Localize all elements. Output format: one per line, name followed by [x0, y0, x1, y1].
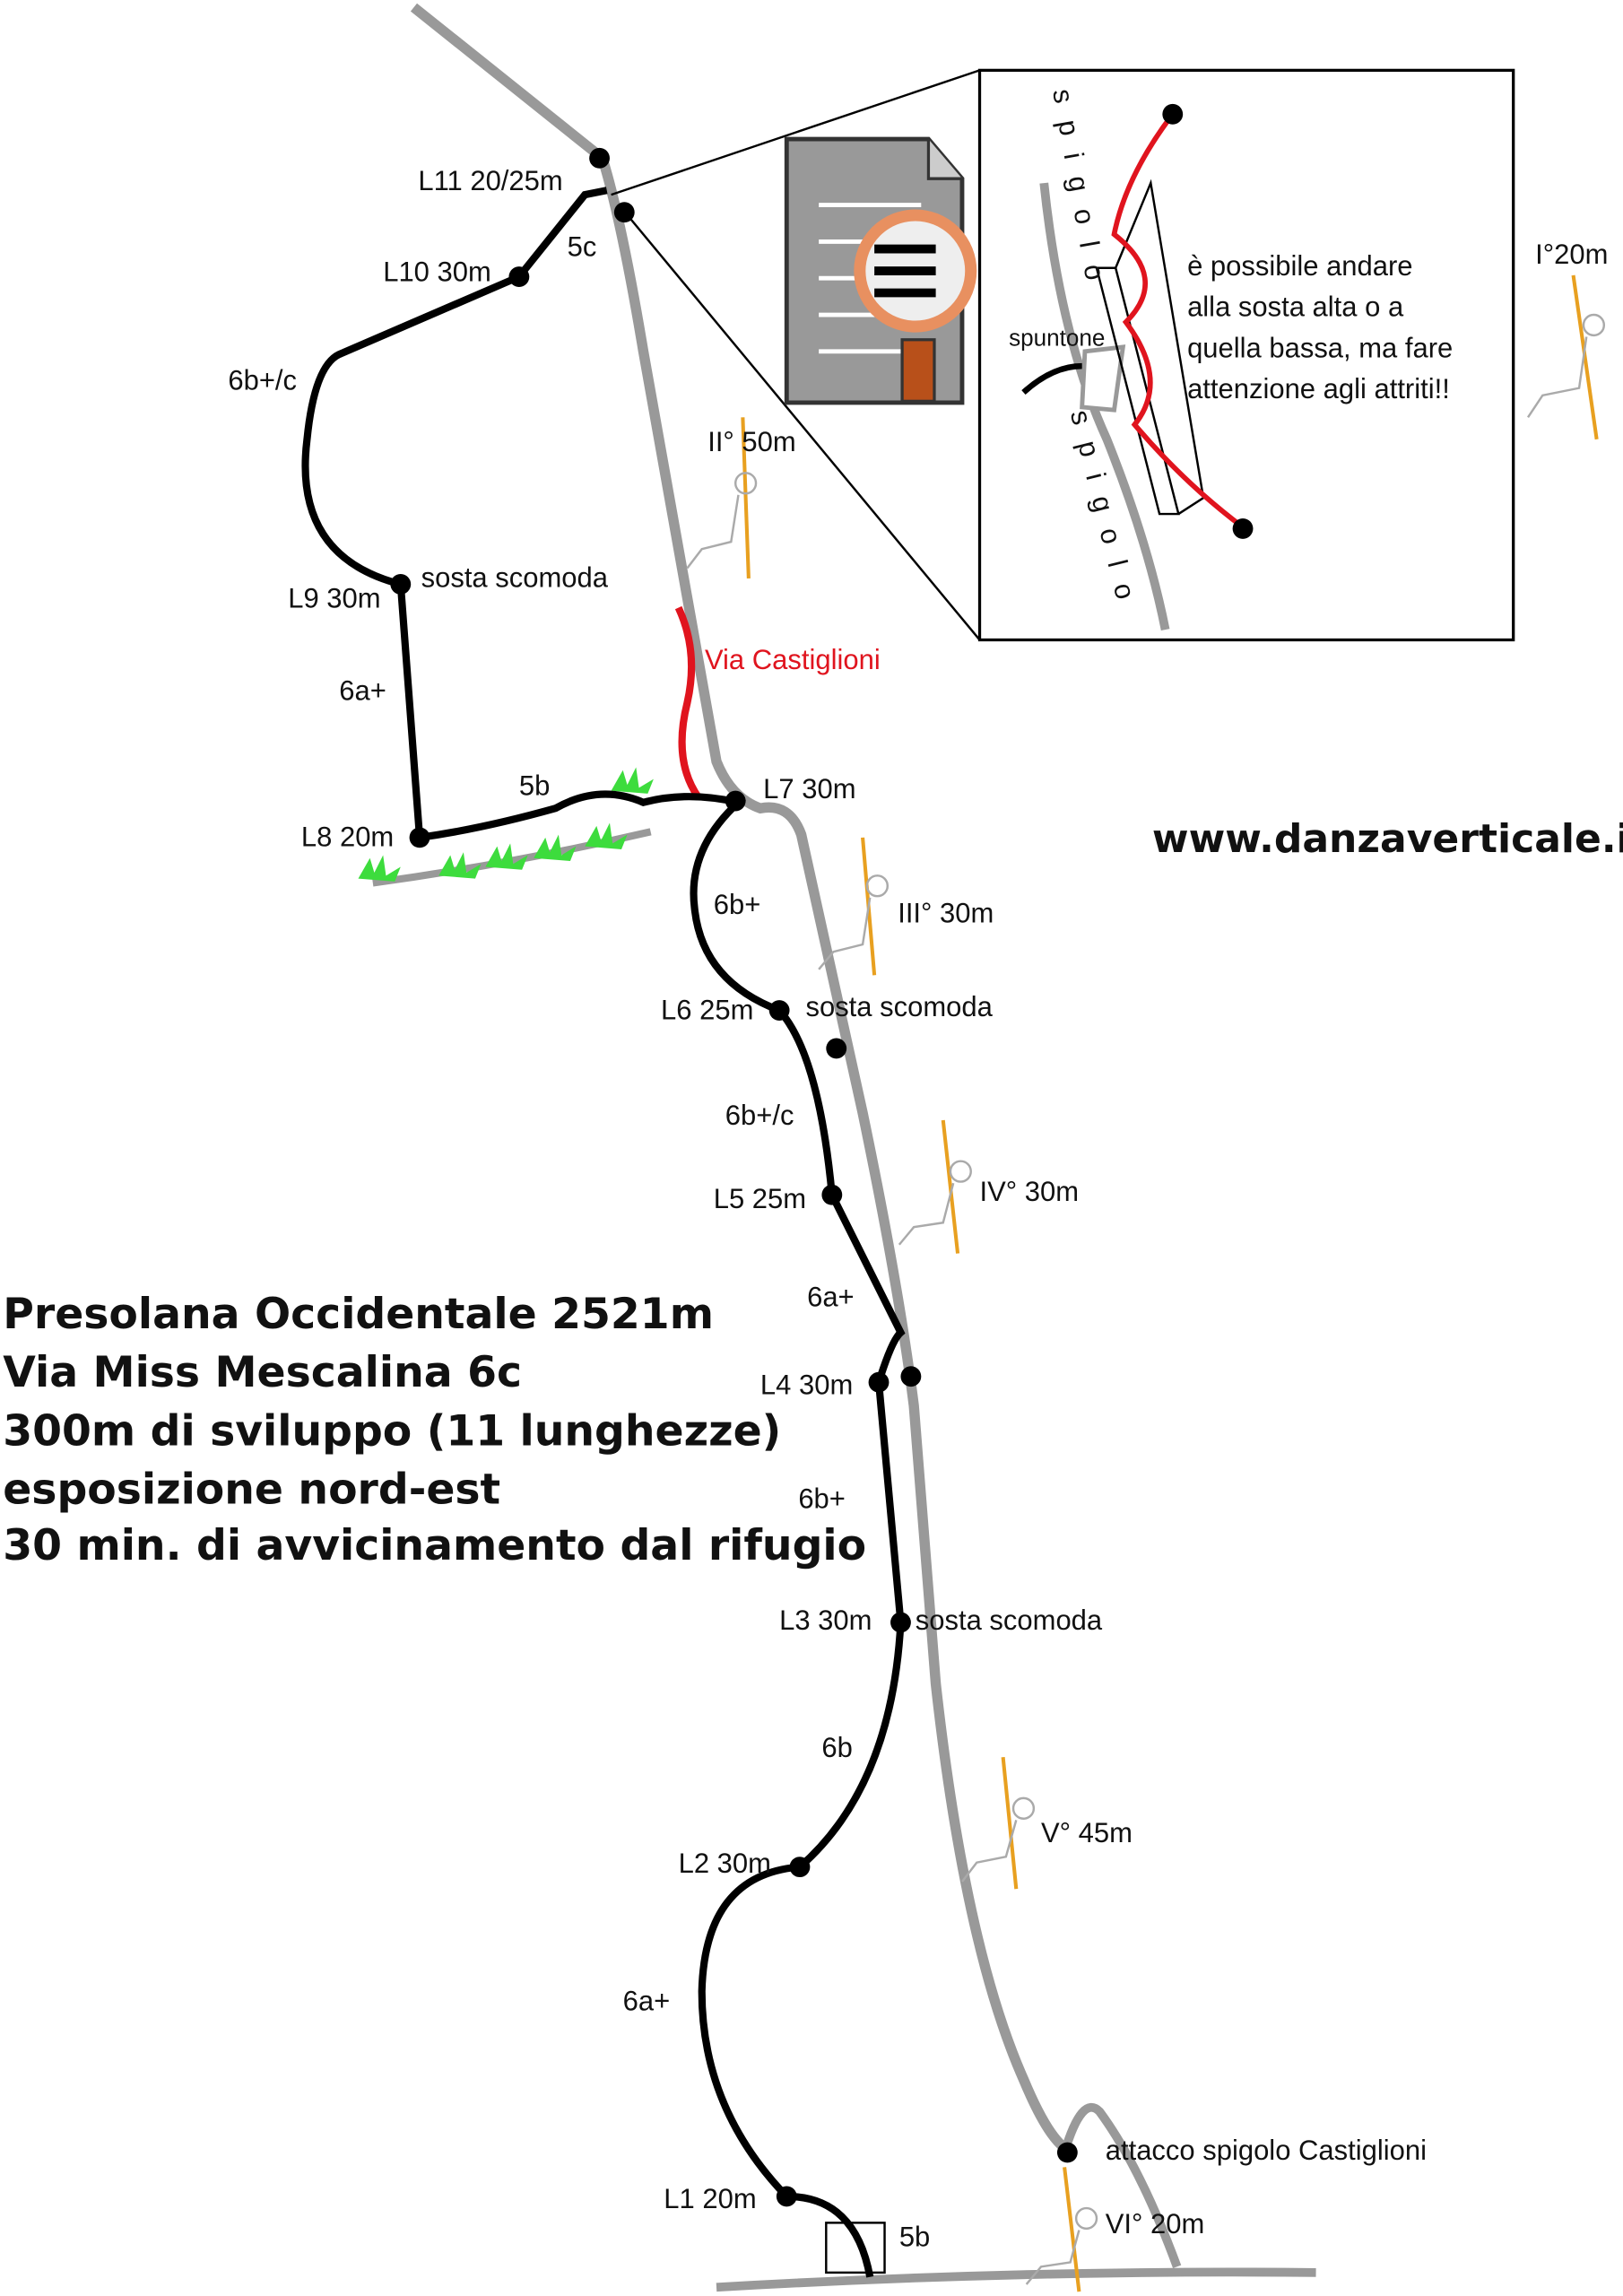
- note-sosta-l3: sosta scomoda: [916, 1605, 1103, 1636]
- inset-note-4: attenzione agli attriti!!: [1187, 373, 1450, 404]
- grade-p5: 6b+/c: [725, 1100, 794, 1131]
- ridge-line: [410, 3, 1076, 2158]
- inset-note-3: quella bassa, ma fare: [1187, 332, 1453, 363]
- belay-label-l5: L5 25m: [714, 1183, 806, 1214]
- belay-points: [390, 147, 1078, 2207]
- label-via-castiglioni: Via Castiglioni: [705, 644, 881, 675]
- grade-p4: 6a+: [807, 1281, 855, 1312]
- start-box: [825, 2222, 886, 2274]
- belay-label-l11: L11 20/25m: [418, 165, 562, 196]
- inset-note-2: alla sosta alta o a: [1187, 291, 1404, 323]
- belay-label-l9: L9 30m: [288, 583, 380, 614]
- note-attacco: attacco spigolo Castiglioni: [1106, 2135, 1427, 2166]
- route-line: [301, 187, 906, 2278]
- inset-spuntone: spuntone: [1009, 324, 1105, 351]
- grade-p6: 6b+: [714, 889, 761, 920]
- grade-p8: 6a+: [339, 674, 386, 706]
- ground-line: [716, 2267, 1316, 2292]
- belay-label-l8: L8 20m: [301, 822, 394, 853]
- grade-p9: 6b+/c: [228, 364, 297, 396]
- info-line-4: esposizione nord-est: [3, 1465, 500, 1515]
- castiglioni-pitch-iii: III° 30m: [898, 898, 994, 929]
- info-line-5: 30 min. di avvicinamento dal rifugio: [3, 1521, 866, 1570]
- grade-p2: 6b: [821, 1732, 852, 1763]
- inset-note-1: è possibile andare: [1187, 250, 1412, 282]
- belay-label-l10: L10 30m: [383, 256, 491, 287]
- note-sosta-l9: sosta scomoda: [421, 562, 609, 594]
- castiglioni-pitch-vi: VI° 20m: [1106, 2208, 1205, 2239]
- climber-icons: [741, 274, 1599, 2292]
- info-line-3: 300m di sviluppo (11 lunghezze): [3, 1406, 781, 1456]
- inset-connector-top: [611, 69, 980, 196]
- inset-connector-bottom: [628, 215, 981, 641]
- castiglioni-pitch-i: I°20m: [1535, 239, 1608, 270]
- belay-label-l4: L4 30m: [760, 1369, 853, 1400]
- castiglioni-pitch-iv: IV° 30m: [980, 1176, 1080, 1207]
- grade-start: 5b: [899, 2221, 930, 2252]
- belay-label-l6: L6 25m: [661, 994, 753, 1025]
- note-sosta-l6: sosta scomoda: [805, 991, 993, 1022]
- website-link[interactable]: www.danzaverticale.it: [1152, 816, 1623, 862]
- castiglioni-line: [674, 605, 702, 801]
- info-line-2: Via Miss Mescalina 6c: [3, 1348, 522, 1397]
- belay-label-l7: L7 30m: [763, 773, 855, 804]
- grade-p7: 5b: [519, 770, 550, 802]
- grade-p1: 6a+: [623, 1986, 671, 2017]
- belay-label-l2: L2 30m: [679, 1848, 771, 1879]
- belay-label-l1: L1 20m: [664, 2183, 756, 2214]
- magnify-document-icon: [784, 136, 977, 405]
- climber-figures: [686, 313, 1606, 2285]
- grade-p10: 5c: [568, 231, 597, 263]
- ridge-bump: [1060, 2102, 1182, 2269]
- belay-label-l3: L3 30m: [779, 1605, 872, 1636]
- castiglioni-pitch-ii: II° 50m: [707, 426, 795, 457]
- inset-detail: spigolo spigolo spuntone è possibile and…: [977, 68, 1515, 642]
- grass-icons: [358, 767, 654, 882]
- castiglioni-pitch-v: V° 45m: [1041, 1817, 1133, 1848]
- info-line-1: Presolana Occidentale 2521m: [3, 1290, 714, 1339]
- grade-p3: 6b+: [798, 1483, 846, 1515]
